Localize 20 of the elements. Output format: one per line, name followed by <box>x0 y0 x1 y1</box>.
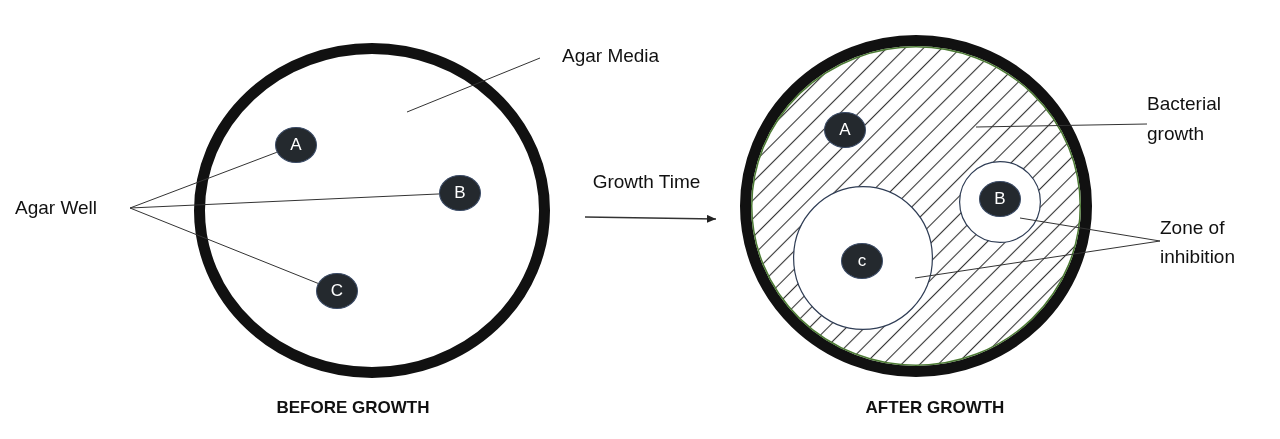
callout-label: Agar Well <box>15 194 130 222</box>
callout-label: Bacterial growth <box>1147 89 1257 149</box>
leader-line <box>406 57 541 113</box>
agar-well: A <box>275 127 317 163</box>
agar-well: B <box>439 175 481 211</box>
inhibition-zone <box>793 186 933 330</box>
leader-line <box>129 151 278 209</box>
dish-caption: BEFORE GROWTH <box>276 397 430 419</box>
leader-line <box>975 123 1148 128</box>
leader-line <box>129 193 440 209</box>
callout-label: Zone of inhibition <box>1160 213 1272 271</box>
inhibition-zone <box>959 161 1041 243</box>
dish-caption: AFTER GROWTH <box>865 397 1005 419</box>
leader-line <box>914 240 1161 279</box>
callout-label: Agar Media <box>540 42 685 70</box>
arrow <box>584 214 717 223</box>
agar-well: C <box>316 273 358 309</box>
leader-line <box>1019 217 1161 242</box>
leader-line <box>129 207 319 284</box>
edge-label: Growth Time <box>592 170 701 194</box>
